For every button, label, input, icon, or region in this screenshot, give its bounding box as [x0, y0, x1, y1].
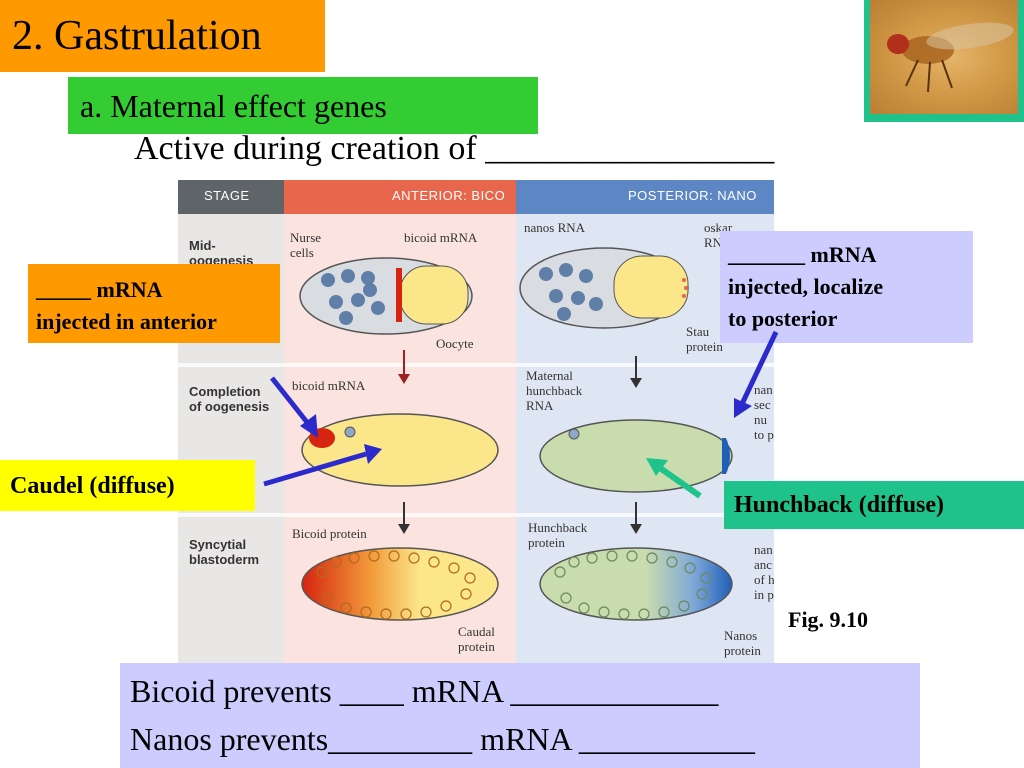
- nanos-side-note-bottom: nan anc of h in p: [754, 542, 774, 602]
- stage-header: [178, 180, 284, 214]
- hunchback-protein-label: Hunchback protein: [528, 520, 588, 550]
- fly-image-area: [870, 0, 1018, 114]
- stage-label-completion: Completion of oogenesis: [189, 384, 270, 414]
- hunchback-callout: Hunchback (diffuse): [724, 481, 1024, 529]
- fruit-fly-illustration: [887, 22, 1014, 93]
- active-during-line: Active during creation of ______________…: [134, 130, 775, 167]
- row-separator: [178, 513, 774, 517]
- anterior-mrna-callout: _____ mRNA injected in anterior: [28, 264, 280, 343]
- posterior-header-text: POSTERIOR: NANO: [628, 188, 757, 203]
- textbook-figure: STAGE ANTERIOR: BICO POSTERIOR: NANO Mid…: [178, 180, 774, 665]
- embryo-posterior-oogenesis: [539, 419, 733, 493]
- bicoid-rna-localized: [396, 268, 402, 322]
- oocyte-label: Oocyte: [436, 336, 474, 351]
- title-banner: [0, 0, 325, 72]
- posterior-header: [516, 180, 774, 214]
- caudel-callout-text: Caudel (diffuse): [10, 473, 175, 499]
- nanos-mrna-localized: [722, 438, 730, 474]
- arrow-to-bicoid: [270, 376, 312, 428]
- arrow-to-nanos: [739, 330, 779, 406]
- arrow-to-caudal: [263, 451, 367, 487]
- figure-caption: Fig. 9.10: [788, 607, 869, 632]
- staufen-protein-label: Stau protein: [686, 324, 723, 354]
- fruit-fly-photo: [864, 0, 1024, 122]
- slide-title: 2. Gastrulation: [12, 13, 262, 59]
- caudel-callout: Caudel (diffuse): [0, 460, 255, 511]
- embryo-diagrams: [299, 247, 733, 621]
- nanos-protein-label: Nanos protein: [724, 628, 761, 658]
- posterior-mrna-callout-text: _______ mRNA injected, localize to poste…: [728, 242, 884, 331]
- stage-label-blastoderm: Syncytial blastoderm: [189, 537, 260, 567]
- bicoid-prevents-line: Bicoid prevents ____ mRNA _____________: [130, 673, 719, 709]
- anterior-header: [284, 180, 516, 214]
- row-separator: [178, 363, 774, 367]
- bottom-summary-box: Bicoid prevents ____ mRNA _____________ …: [120, 663, 920, 768]
- arrow-to-hunchback: [658, 465, 702, 499]
- bicoid-mrna-label-mid: bicoid mRNA: [292, 378, 366, 393]
- nanos-side-note-mid: nan sec nu to p: [754, 382, 774, 442]
- posterior-mrna-callout: _______ mRNA injected, localize to poste…: [720, 231, 973, 343]
- anterior-mrna-callout-text: _____ mRNA injected in anterior: [36, 277, 217, 334]
- anterior-header-text: ANTERIOR: BICO: [392, 188, 506, 203]
- hunchback-callout-text: Hunchback (diffuse): [734, 492, 945, 518]
- stage-header-text: STAGE: [204, 188, 250, 203]
- subtitle-text: a. Maternal effect genes: [80, 88, 387, 124]
- nurse-cells-label: Nurse cells: [290, 230, 322, 260]
- bicoid-protein-label: Bicoid protein: [292, 526, 367, 541]
- caudal-protein-label: Caudal protein: [458, 624, 495, 654]
- embryo-nanos-gradient: [539, 547, 733, 621]
- maternal-hunchback-label: Maternal hunchback RNA: [526, 368, 583, 413]
- nanos-prevents-line: Nanos prevents_________ mRNA ___________: [130, 721, 755, 757]
- nanos-rna-label: nanos RNA: [524, 220, 586, 235]
- oocyte-posterior: [613, 255, 689, 319]
- bicoid-mrna-label-top: bicoid mRNA: [404, 230, 478, 245]
- stage-column: [178, 180, 284, 665]
- subtitle-box: [68, 77, 538, 134]
